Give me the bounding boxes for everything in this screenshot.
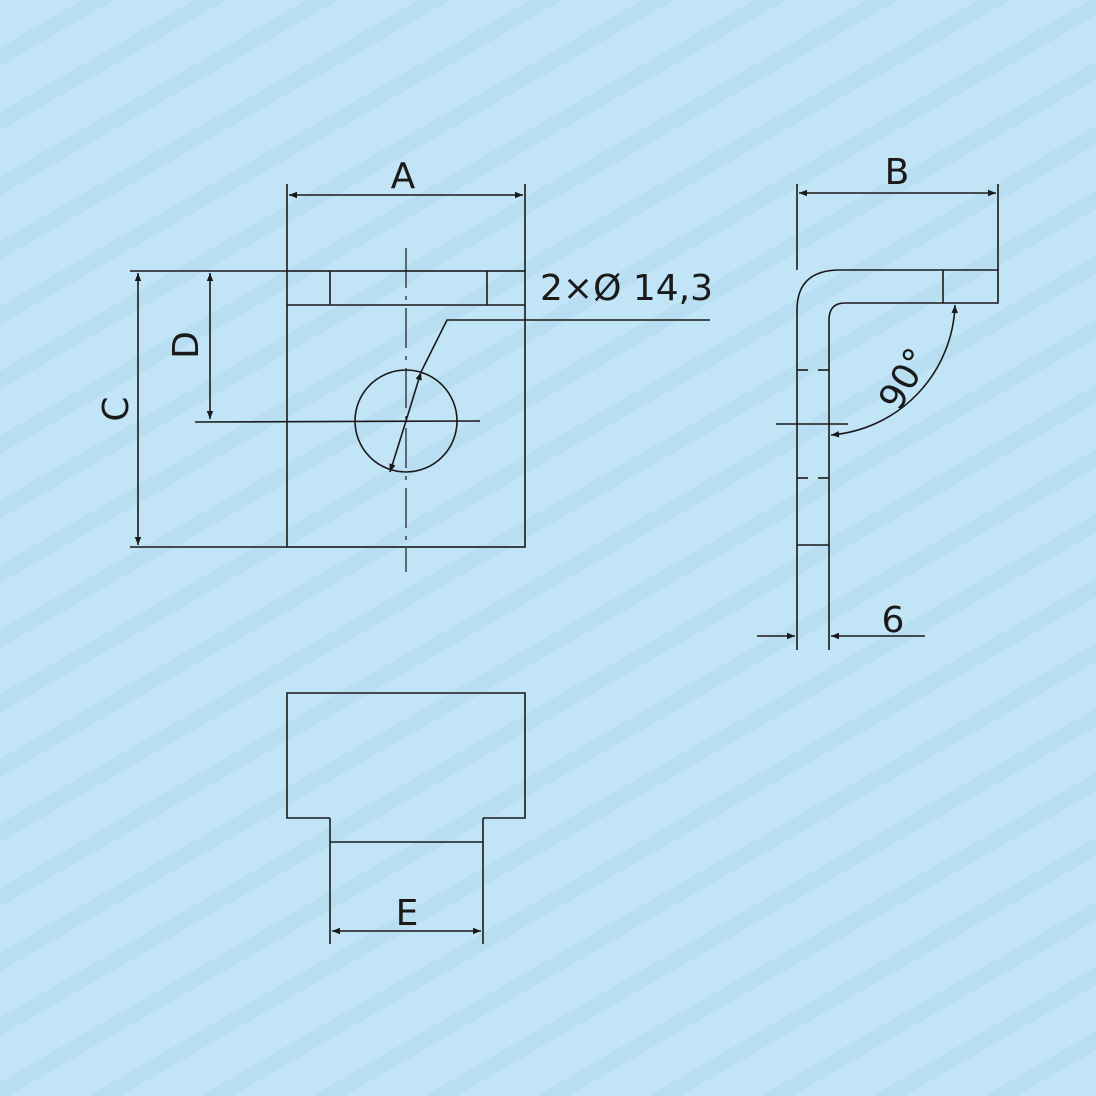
dim-d-label: D	[166, 331, 207, 359]
side-view: B 90° 6	[757, 152, 999, 650]
hole-callout: 2×Ø 14,3	[540, 268, 713, 309]
bottom-view: E	[286, 692, 526, 944]
front-view: A C D 2×Ø 14,3	[96, 156, 713, 572]
dim-e-label: E	[396, 893, 419, 934]
dim-c-label: C	[96, 396, 137, 421]
thickness-label: 6	[882, 600, 905, 641]
dim-b-label: B	[885, 152, 910, 193]
dim-a-label: A	[391, 156, 416, 197]
angle-label: 90°	[871, 341, 938, 417]
